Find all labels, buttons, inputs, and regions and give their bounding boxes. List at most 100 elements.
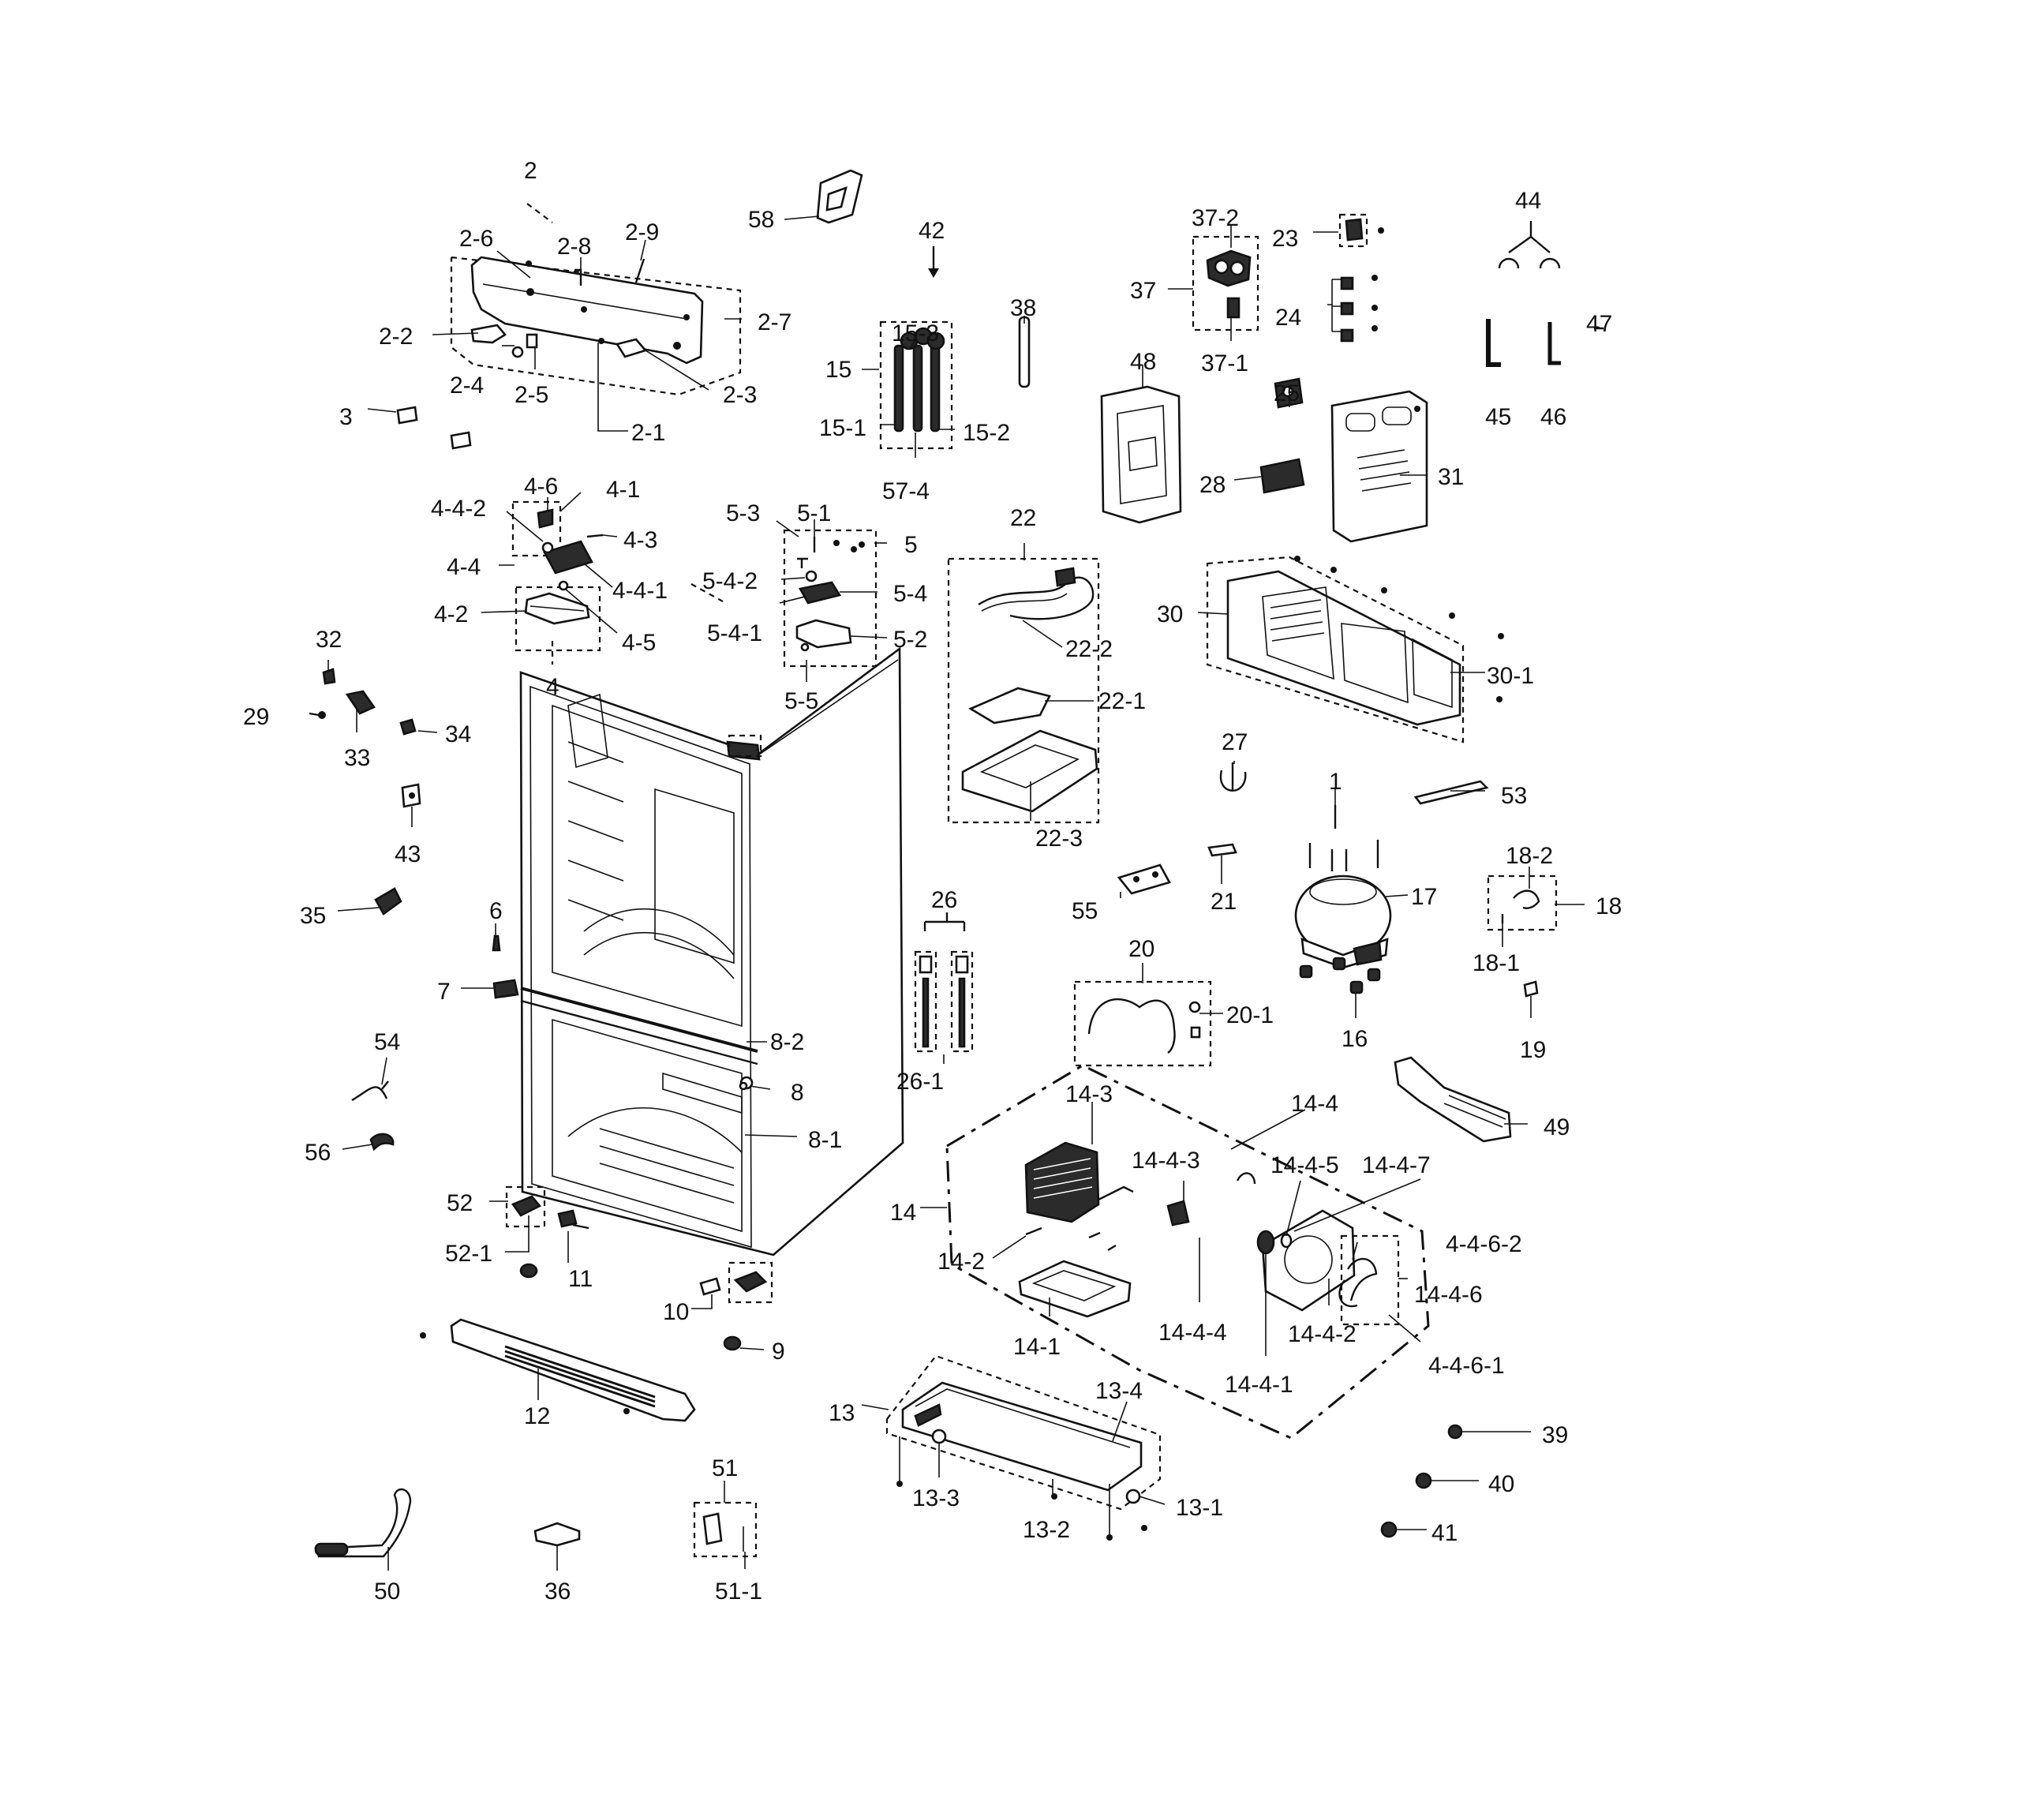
part-26-outline <box>950 950 974 1053</box>
part-7-bracket <box>492 979 519 999</box>
leader-30 <box>1197 612 1229 615</box>
part-18-2-clip <box>1513 889 1540 909</box>
part-53-strip <box>1413 780 1489 805</box>
part-31-cover <box>1330 390 1428 543</box>
leader-3 <box>367 408 397 413</box>
label-14: 14 <box>890 1200 916 1226</box>
part-22-2-plug <box>1054 567 1076 587</box>
label-51: 51 <box>712 1455 738 1481</box>
leader-52-1 <box>505 1215 530 1253</box>
label-57-4: 57-4 <box>882 478 930 504</box>
screw-icon <box>1371 325 1378 331</box>
label-5-3: 5-3 <box>726 500 760 526</box>
part-2-4-nut <box>511 346 524 358</box>
part-2-2-bracket <box>470 324 507 344</box>
part-52-1-foot <box>519 1263 538 1279</box>
label-13-4: 13-4 <box>1095 1378 1143 1404</box>
part-11-shaft <box>572 1223 589 1230</box>
label-40: 40 <box>1488 1471 1514 1497</box>
part-22-3-tray-inner <box>979 744 1080 788</box>
shelf-ribs-left <box>567 741 624 921</box>
label-49: 49 <box>1544 1114 1570 1140</box>
label-22: 22 <box>1010 505 1036 531</box>
leader-13-4 <box>1112 1401 1128 1442</box>
part-14-4-tube <box>1098 1185 1134 1201</box>
label-26-1: 26-1 <box>896 1069 944 1095</box>
part-14-1-tray-inner <box>1031 1270 1117 1301</box>
screw-icon <box>581 306 587 313</box>
freezer-basket-curve <box>567 1107 743 1153</box>
part-51-outline <box>693 1501 758 1558</box>
leader-28 <box>1233 476 1262 481</box>
label-4-4-1: 4-4-1 <box>612 578 668 604</box>
part-24-clip <box>1340 276 1354 290</box>
cabinet-top-edge <box>758 659 899 755</box>
screw-icon <box>526 288 534 296</box>
leader-2-1 <box>597 343 628 432</box>
leader-14-4-5 <box>1285 1180 1301 1237</box>
part-30-group-outline <box>1206 556 1465 743</box>
label-45: 45 <box>1485 404 1511 430</box>
leader-14-4-7 <box>1293 1178 1421 1232</box>
part-14-4-6-outline <box>1340 1234 1400 1326</box>
part-26-rod <box>922 977 930 1048</box>
label-14-4-4: 14-4-4 <box>1158 1320 1227 1346</box>
part-22-1-bracket <box>968 687 1051 725</box>
leader-54 <box>381 1057 387 1085</box>
label-2-8: 2-8 <box>557 234 591 260</box>
refrigerator-cabinet <box>519 646 904 1256</box>
label-36: 36 <box>544 1578 571 1605</box>
part-6-pin <box>492 934 501 952</box>
part-55-hole <box>1133 876 1139 882</box>
label-13: 13 <box>829 1400 855 1426</box>
screw-icon <box>1106 1534 1113 1541</box>
ice-chute <box>567 693 608 769</box>
label-4-4-2: 4-4-2 <box>431 496 486 522</box>
part-14-assembly <box>945 1064 1430 1440</box>
label-54: 54 <box>374 1029 400 1055</box>
part-37-assembly <box>1192 235 1259 331</box>
label-27: 27 <box>1222 729 1248 755</box>
label-7: 7 <box>437 979 451 1005</box>
screw-icon <box>1449 612 1455 619</box>
label-20-1: 20-1 <box>1226 1002 1274 1028</box>
part-16-grommet <box>1299 964 1313 979</box>
screw-icon <box>1141 1525 1147 1531</box>
part-17-compressor <box>1294 840 1392 969</box>
label-9: 9 <box>772 1339 785 1365</box>
part-31-panel <box>1330 390 1428 543</box>
label-6: 6 <box>489 898 503 924</box>
label-2: 2 <box>524 158 537 184</box>
part-48-frame <box>1100 385 1182 524</box>
part-5-2-hinge <box>795 619 852 649</box>
part-4-5-bushing <box>558 580 569 591</box>
part-50-fitting <box>314 1542 349 1556</box>
part-8-1-fixture <box>739 1081 748 1091</box>
screw-icon <box>896 1481 903 1487</box>
leader-5-2 <box>850 635 888 638</box>
part-49-body <box>1394 1056 1512 1143</box>
part-26-assembly <box>914 912 974 1053</box>
label-2-1: 2-1 <box>631 420 665 446</box>
label-14-4-2: 14-4-2 <box>1288 1321 1357 1347</box>
leader-13 <box>861 1404 889 1410</box>
cabinet-shell <box>519 646 904 1256</box>
screw-icon <box>833 540 840 546</box>
part-36-bracket <box>533 1522 581 1547</box>
part-14-4-6-fan-blade <box>1338 1279 1358 1308</box>
part-58 <box>816 169 863 224</box>
leader-4-4-2 <box>506 511 544 542</box>
part-14-group-outline <box>945 1064 1430 1440</box>
label-32: 32 <box>316 627 342 653</box>
label-33: 33 <box>344 745 370 771</box>
part-3-tile <box>396 406 418 425</box>
part-22-2-harness <box>978 576 1095 620</box>
part-29-pin <box>309 712 320 717</box>
label-14-4-3: 14-4-3 <box>1132 1148 1200 1174</box>
part-22-2-harness-wire <box>981 593 1068 612</box>
label-2-4: 2-4 <box>450 373 484 399</box>
part-58-inner <box>825 185 848 212</box>
label-4-2: 4-2 <box>434 601 468 627</box>
part-49-grille <box>1443 1095 1506 1128</box>
